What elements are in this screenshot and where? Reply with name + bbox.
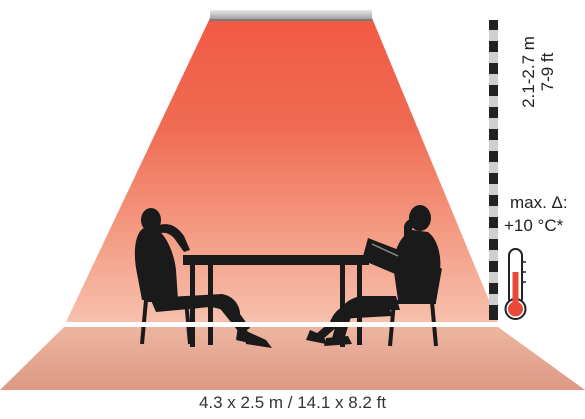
temperature-label-line1: max. Δ: [510, 193, 568, 213]
ceiling-heater-icon [210, 10, 372, 21]
thermometer-icon [506, 249, 527, 319]
mounting-height-imperial: 7-9 ft [538, 36, 557, 108]
heated-floor-area [0, 327, 585, 390]
measuring-pole-icon [489, 20, 498, 320]
floor-edge [64, 322, 498, 327]
mounting-height-metric: 2.1-2.7 m [519, 36, 538, 108]
temperature-label-line2: +10 °C* [504, 216, 563, 236]
floor-dimensions-caption: 4.3 x 2.5 m / 14.1 x 8.2 ft [0, 393, 585, 413]
